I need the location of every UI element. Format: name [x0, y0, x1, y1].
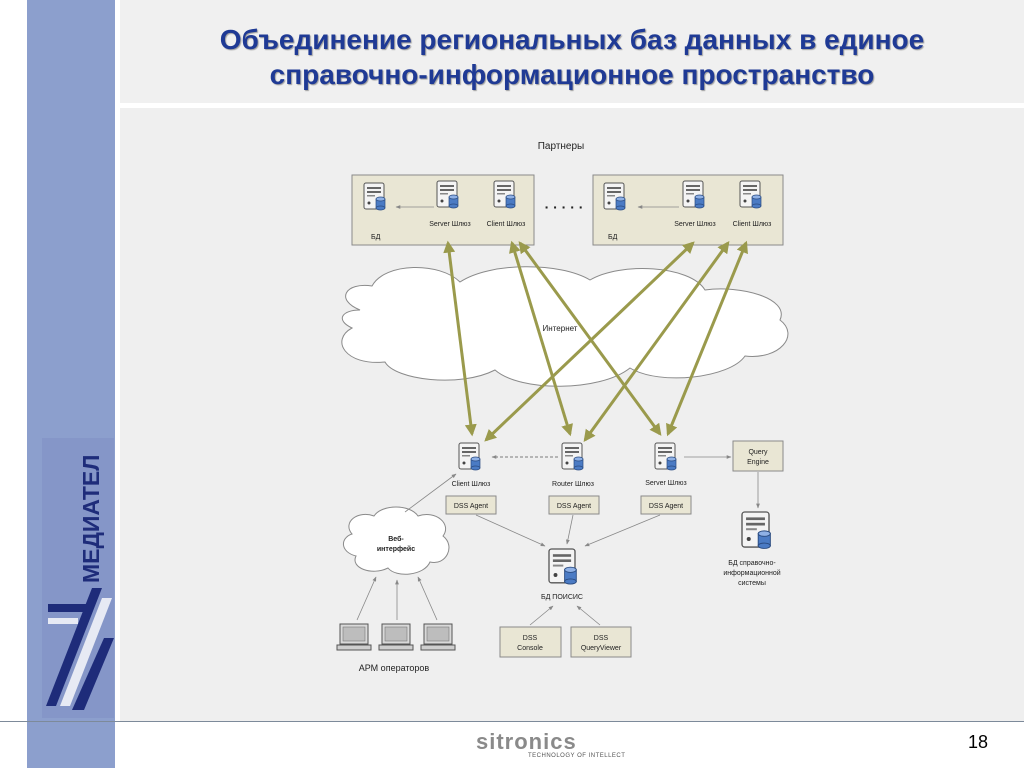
slide-title: Объединение региональных баз данных в ед… — [120, 22, 1024, 92]
partner-left-db-label: БД — [371, 234, 381, 241]
reference-db-server-icon — [741, 511, 771, 549]
query-engine-label-1: Query — [748, 449, 768, 456]
router-gateway-icon — [561, 442, 584, 471]
server-gateway-label: Server Шлюз — [645, 480, 687, 487]
dss-console-label-2: Console — [517, 645, 543, 652]
dss-agent-label-router: DSS Agent — [557, 503, 591, 510]
connection-arrows — [443, 240, 748, 442]
operators-label: АРМ операторов — [359, 663, 430, 673]
partner-right-server-gateway-icon — [682, 180, 705, 209]
operator-pc-icon-2 — [378, 623, 414, 651]
partner-right-db-server-icon — [603, 182, 626, 211]
slide-title-line-2: справочно-информационное пространство — [269, 59, 875, 90]
client-gateway-icon — [458, 442, 481, 471]
partner-right-client-gateway-icon — [739, 180, 762, 209]
reference-db-label-1: БД справочно- — [728, 560, 776, 567]
partner-right-db-label: БД — [608, 234, 618, 241]
reference-db-label-2: информационной — [723, 569, 780, 577]
page-number: 18 — [967, 732, 988, 752]
partner-left-client-gateway-label: Client Шлюз — [487, 221, 526, 228]
title-panel — [120, 0, 1024, 105]
dss-agent-label-server: DSS Agent — [649, 503, 683, 510]
web-interface-label-1: Веб- — [388, 535, 404, 543]
sitronics-tagline: TECHNOLOGY OF INTELLECT — [528, 753, 626, 759]
poisis-db-server-icon — [548, 548, 577, 585]
dss-agent-box-router — [548, 495, 600, 515]
reference-db-label-3: системы — [738, 580, 766, 587]
dss-queryviewer-box — [570, 626, 632, 658]
internet-label: Интернет — [543, 324, 578, 333]
dss-queryviewer-label-1: DSS — [594, 635, 609, 642]
partner-left-server-gateway-icon — [436, 180, 459, 209]
architecture-diagram: Партнеры · · · · · БД Server Шлюз Client… — [336, 141, 789, 673]
query-engine-label-2: Engine — [747, 459, 769, 466]
dss-queryviewer-label-2: QueryViewer — [581, 645, 622, 652]
dss-agent-box-client — [445, 495, 497, 515]
sitronics-logo: sitronics TECHNOLOGY OF INTELLECT — [476, 729, 656, 763]
sitronics-logo-text: sitronics — [476, 729, 577, 754]
client-gateway-label: Client Шлюз — [452, 481, 491, 488]
dss-console-box — [499, 626, 562, 658]
mediatel-mark — [46, 588, 114, 710]
web-interface-cloud-icon — [343, 506, 450, 575]
dss-console-label-1: DSS — [523, 635, 538, 642]
footer-divider — [0, 721, 1024, 722]
dss-agent-label-client: DSS Agent — [454, 503, 488, 510]
web-interface-label-2: интерфейс — [377, 545, 415, 553]
poisis-db-label: БД ПОИСИС — [541, 594, 583, 601]
content-panel: Партнеры · · · · · БД Server Шлюз Client… — [120, 108, 1024, 721]
partner-right-server-gateway-label: Server Шлюз — [674, 221, 716, 228]
operator-pc-icon-1 — [336, 623, 372, 651]
server-gateway-icon — [654, 442, 677, 471]
partner-left-server-gateway-label: Server Шлюз — [429, 221, 471, 228]
slide-title-line-1: Объединение региональных баз данных в ед… — [219, 24, 925, 55]
partners-label: Партнеры — [538, 141, 585, 152]
mediatel-brand-text: МЕДИАТЕЛ — [78, 454, 104, 583]
mediatel-logo — [42, 438, 114, 718]
partner-right-client-gateway-label: Client Шлюз — [733, 221, 772, 228]
partners-ellipsis: · · · · · — [545, 199, 584, 215]
query-engine-box — [732, 440, 784, 472]
partner-left-client-gateway-icon — [493, 180, 516, 209]
operator-pc-icon-3 — [420, 623, 456, 651]
partner-left-db-server-icon — [363, 182, 386, 211]
router-gateway-label: Router Шлюз — [552, 481, 594, 488]
dss-agent-box-server — [640, 495, 692, 515]
